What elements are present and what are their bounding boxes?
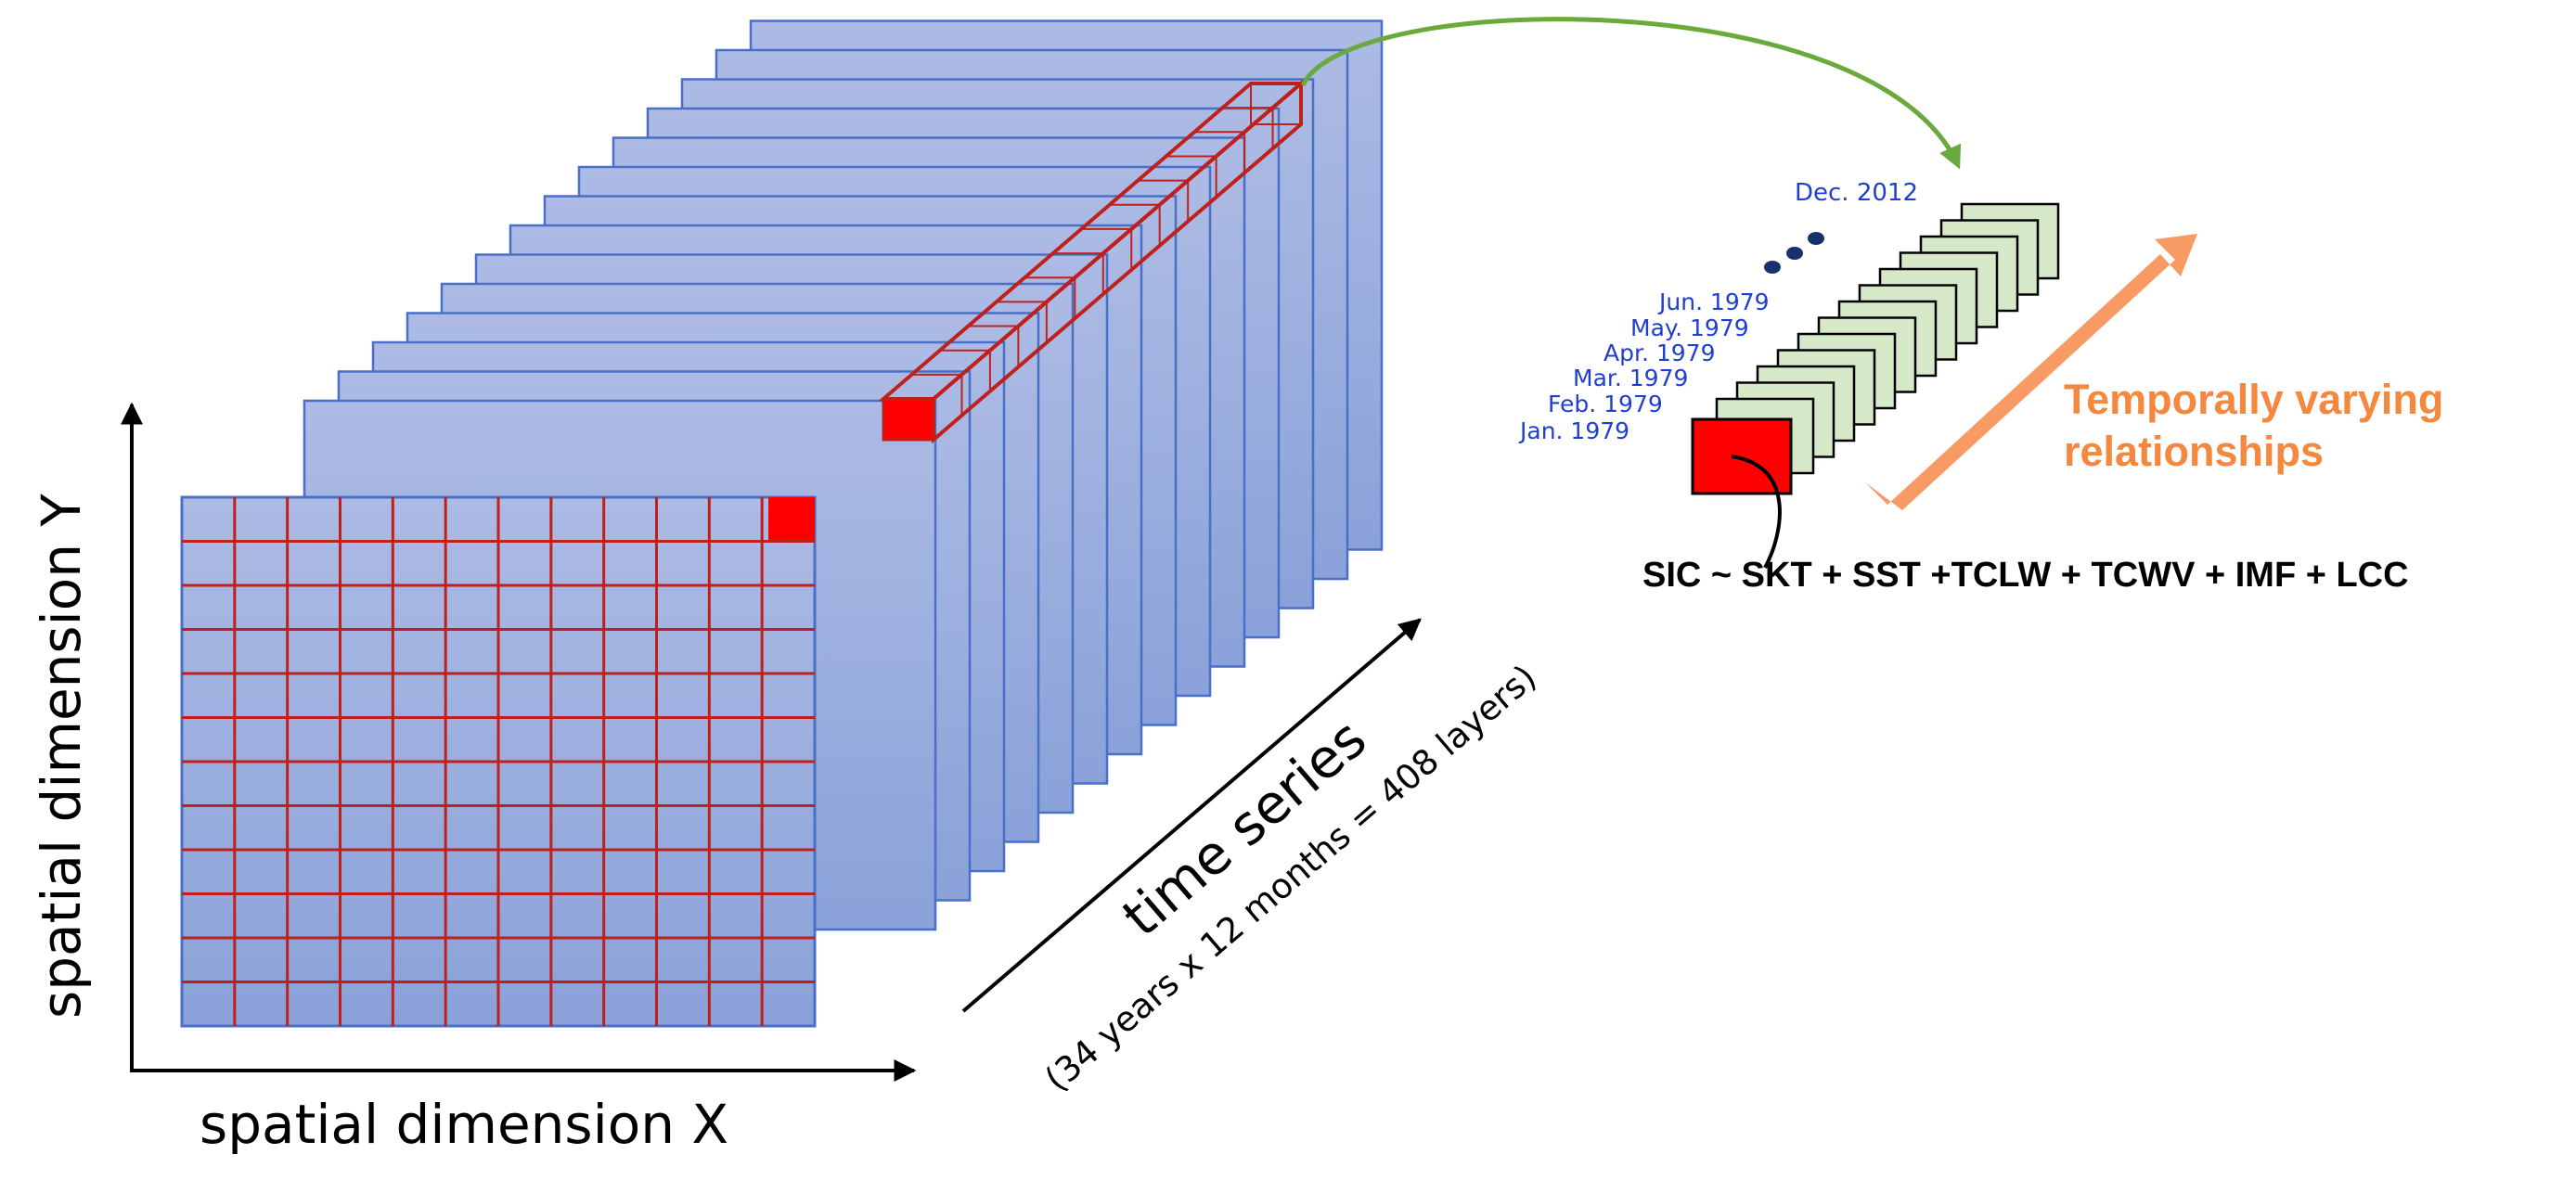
label-dec-2012: Dec. 2012	[1795, 179, 1918, 207]
front-selected-pixel	[768, 497, 815, 540]
x-axis-label: spatial dimension X	[200, 1093, 728, 1156]
orange-arrow-icon	[1865, 234, 2197, 510]
stack-selected-pixel	[882, 397, 935, 442]
first-month-pixel	[1691, 417, 1793, 495]
front-grid-layer	[180, 495, 817, 1028]
time-series-arrow-icon	[961, 618, 1422, 1013]
relationship-label-line1: Temporally varying	[2064, 376, 2443, 423]
pixel-column-layer-ticks	[911, 107, 1274, 416]
month-label: Mar. 1979	[1573, 365, 1688, 391]
grid-lines	[182, 497, 815, 1026]
month-label: Apr. 1979	[1604, 340, 1715, 366]
month-label: May. 1979	[1630, 314, 1749, 341]
relationship-label-line2: relationships	[2064, 428, 2324, 475]
curved-arrow-icon	[1300, 17, 1962, 170]
pixel-time-column	[878, 79, 1307, 444]
ellipsis-icon	[1764, 232, 1824, 274]
month-label: Jun. 1979	[1657, 289, 1770, 315]
y-axis-label: spatial dimension Y	[30, 494, 93, 1019]
regression-equation: SIC ~ SKT + SST +TCLW + TCWV + IMF + LCC	[1642, 556, 2409, 595]
month-label: Jan. 1979	[1518, 417, 1629, 444]
month-label: Feb. 1979	[1548, 391, 1663, 417]
equation-link-curve	[1731, 455, 1782, 569]
